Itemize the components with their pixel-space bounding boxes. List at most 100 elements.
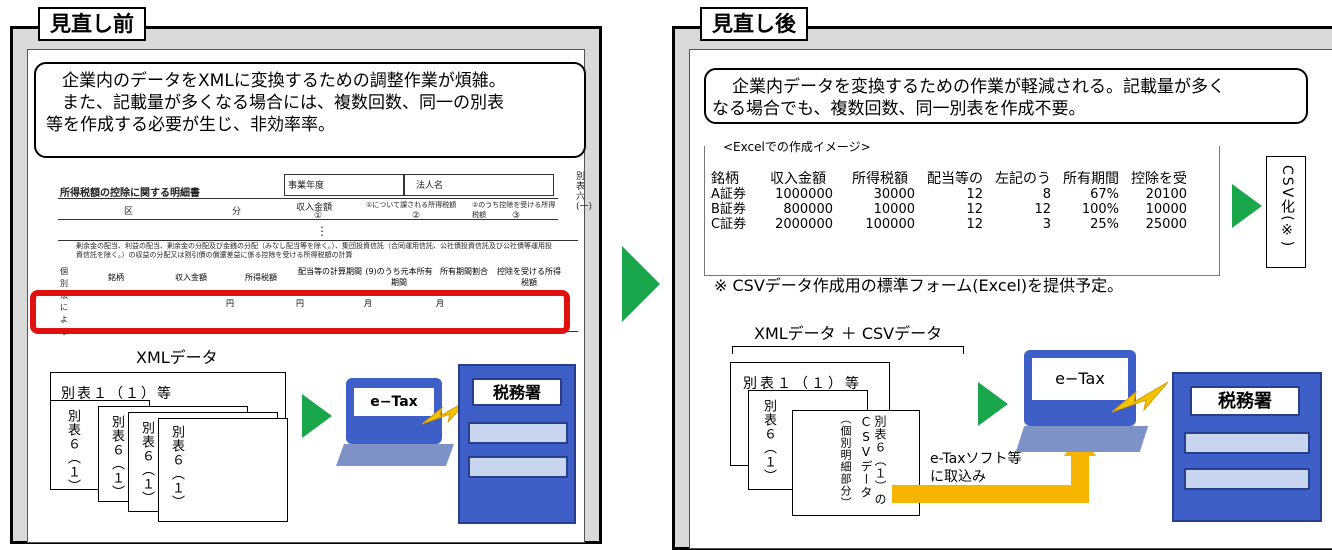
excel-h-1: 収入金額 xyxy=(770,171,826,187)
before-callout-line-2: また、記載量が多くなる場合には、複数回数、同一の別表 xyxy=(62,93,504,113)
before-etax-label: e−Tax xyxy=(354,388,434,416)
form-unit-1: 円 xyxy=(226,299,234,308)
csv-form-note: ※ CSVデータ作成用の標準フォーム(Excel)を提供予定。 xyxy=(714,276,1124,295)
form-corp-name-label: 法人名 xyxy=(416,181,444,191)
csv-flow-arrow xyxy=(1232,184,1262,228)
form-unit-3: 月 xyxy=(364,299,372,308)
excel-cell: B証券 xyxy=(711,202,746,217)
excel-h-4: 左記のう xyxy=(995,171,1051,187)
excel-row: C証券 2000000 100000 12 3 25% 25000 xyxy=(705,217,1193,232)
card-beppyo-6-d: 別表６（１） xyxy=(158,418,288,522)
before-card-stack: 別表１（１）等 別表６（１） 別表６（１） 別表６（１） 別表６（１） xyxy=(50,372,290,532)
excel-cell: 800000 xyxy=(783,202,833,217)
form-name-box xyxy=(404,174,554,196)
excel-cell: C証券 xyxy=(711,217,747,232)
after-building-windows-2 xyxy=(1184,468,1310,490)
before-tax-office-label: 税務署 xyxy=(472,378,562,406)
card-beppyo-6-b-label: 別表６（１） xyxy=(109,415,124,499)
excel-caption: <Excelでの作成イメージ> xyxy=(719,138,875,155)
after-callout-line-1: 企業内データを変換するための作業が軽減される。記載量が多く xyxy=(732,77,1225,97)
excel-cell: 10000 xyxy=(1145,202,1187,217)
excel-cell: 100% xyxy=(1081,202,1119,217)
before-laptop-keyboard xyxy=(335,444,455,466)
form-col-tax-2: 所得税額 xyxy=(245,273,277,282)
before-callout-line-3: 等を作成する必要が生じ、非効率率。 xyxy=(46,115,335,135)
before-xml-label: XMLデータ xyxy=(136,348,218,367)
after-data-label: XMLデータ ＋ CSVデータ xyxy=(754,324,943,343)
form-section-note: 剰余金の配当、利益の配当、剰余金の分配及び金銭の分配（みなし配当等を除く。）、集… xyxy=(76,242,552,259)
excel-cell: 12 xyxy=(1034,202,1051,217)
excel-cell: 12 xyxy=(966,202,983,217)
form-col-tax: ①について課される所得税額 xyxy=(366,201,457,209)
excel-cell: 12 xyxy=(966,187,983,202)
excel-cell: 20100 xyxy=(1145,187,1187,202)
form-year-box xyxy=(284,174,404,196)
before-laptop-screen: e−Tax xyxy=(346,378,442,444)
after-data-bracket xyxy=(732,346,964,354)
card-beppyo-6-a-label: 別表６（１） xyxy=(65,409,80,493)
excel-cell: A証券 xyxy=(711,187,746,202)
form-col-num-3: ③ xyxy=(512,211,521,221)
form-col-ku: 区 xyxy=(124,207,134,217)
csv-box-label: CSV化(※) xyxy=(1279,165,1295,249)
excel-row: A証券 1000000 30000 12 8 67% 20100 xyxy=(705,187,1193,202)
form-col-period: 配当等の計算期間 xyxy=(298,267,362,276)
form-header: 所得税額の控除に関する明細書 xyxy=(60,188,200,199)
form-col-num-1: ① xyxy=(314,211,323,221)
after-flow-arrow xyxy=(978,382,1008,426)
form-col-bun: 分 xyxy=(232,207,242,217)
after-tax-office-label: 税務署 xyxy=(1190,386,1300,416)
after-tax-office: 税務署 xyxy=(1172,372,1322,522)
before-tax-office: 税務署 xyxy=(458,364,578,524)
after-callout: 企業内データを変換するための作業が軽減される。記載量が多く なる場合でも、複数回… xyxy=(704,68,1308,124)
form-year-label: 事業年度 xyxy=(288,181,325,191)
before-title: 見直し前 xyxy=(38,7,146,41)
form-unit-2: 円 xyxy=(296,299,304,308)
excel-cell: 8 xyxy=(1042,187,1051,202)
after-title: 見直し後 xyxy=(700,7,808,41)
before-callout: 企業内のデータをXMLに変換するための調整作業が煩雑。 また、記載量が多くなる場… xyxy=(34,62,586,158)
excel-cell: 100000 xyxy=(865,217,915,232)
form-red-highlight xyxy=(30,290,570,334)
form-upper-table xyxy=(58,198,558,220)
after-building-windows xyxy=(1184,432,1310,454)
form-col-holding: (9)のうち元本所有期間 xyxy=(365,267,433,287)
form-side-label: 別表六(一) xyxy=(576,172,593,212)
excel-h-2: 所得税額 xyxy=(852,171,908,187)
form-col-num-2: ② xyxy=(412,211,421,221)
after-laptop-screen: e−Tax xyxy=(1024,350,1136,426)
excel-cell: 12 xyxy=(966,217,983,232)
before-building-windows xyxy=(468,422,568,444)
excel-cell: 30000 xyxy=(873,187,915,202)
excel-table: 銘柄 収入金額 所得税額 配当等の 左記のう 所有期間 控除を受 A証券 100… xyxy=(705,172,1193,233)
tax-form-image: 所得税額の控除に関する明細書 事業年度 法人名 別表六(一) 区 分 収入金額 … xyxy=(30,170,593,340)
after-card-beppyo-1-label: 別表１（１）等 xyxy=(743,376,862,392)
before-laptop: e−Tax xyxy=(335,378,455,474)
excel-cell: 25000 xyxy=(1145,217,1187,232)
excel-h-0: 銘柄 xyxy=(711,171,739,187)
excel-cell: 2000000 xyxy=(775,217,833,232)
form-col-ratio: 所有期間割合 xyxy=(440,267,488,276)
excel-header-row: 銘柄 収入金額 所得税額 配当等の 左記のう 所有期間 控除を受 xyxy=(705,172,1193,187)
import-label-line-1: e-Taxソフト等 xyxy=(930,451,1022,467)
excel-h-5: 所有期間 xyxy=(1063,171,1119,187)
form-col-headers: 銘柄 収入金額 所得税額 配当等の計算期間 (9)のうち元本所有期間 所有期間割… xyxy=(76,266,576,290)
import-label: e-Taxソフト等 に取込み xyxy=(930,450,1021,486)
after-card-csv-sub: （個別明細部分） xyxy=(839,413,852,509)
before-flow-arrow xyxy=(302,394,332,438)
excel-cell: 1000000 xyxy=(775,187,833,202)
before-building-windows-2 xyxy=(468,456,568,478)
form-col-credit: ②のうち控除を受ける所得税額 xyxy=(472,201,556,219)
form-data-row: 円 円 月 月 xyxy=(76,298,564,326)
card-beppyo-1-label: 別表１（１）等 xyxy=(61,386,173,402)
import-label-line-2: に取込み xyxy=(930,469,986,485)
form-unit-4: 月 xyxy=(436,299,444,308)
after-laptop: e−Tax xyxy=(1015,350,1149,454)
excel-h-3: 配当等の xyxy=(927,171,983,187)
excel-image: <Excelでの作成イメージ> 銘柄 収入金額 所得税額 配当等の 左記のう 所… xyxy=(704,138,1220,276)
after-bolt-icon xyxy=(1111,381,1169,413)
form-col-income: 収入金額 xyxy=(296,203,333,213)
excel-cell: 3 xyxy=(1042,217,1051,232)
after-card-beppyo-6-label: 別表６（１） xyxy=(761,399,776,483)
form-col-credit-2: 控除を受ける所得税額 xyxy=(497,267,561,287)
